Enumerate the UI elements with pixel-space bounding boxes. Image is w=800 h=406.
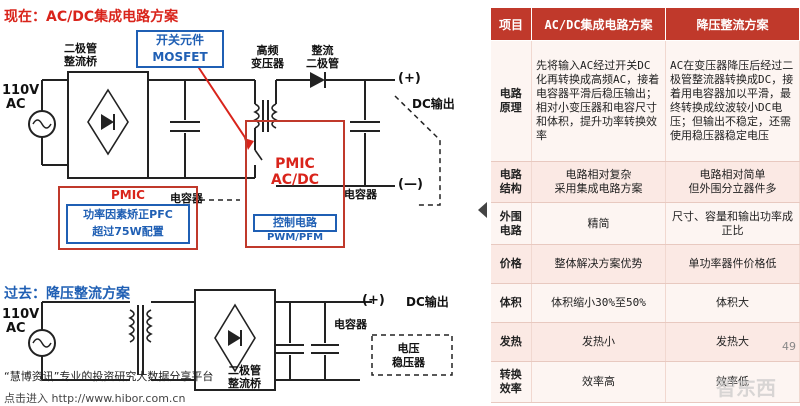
switch-box-line1: 开关元件: [155, 33, 204, 47]
pwm-pfm-label: PWM/PFM: [266, 232, 324, 243]
table-row: 价格 整体解决方案优势 单功率器件价格低: [490, 244, 800, 284]
row-label: 电路 原理: [490, 40, 532, 163]
control-circuit-label: 控制电路: [273, 216, 317, 229]
circuit-diagram: [28, 61, 453, 391]
bottom-dc-output-label: DC输出: [406, 295, 449, 309]
row-cell-acdc: 电路相对复杂 采用集成电路方案: [531, 161, 666, 204]
top-dc-output-label: DC输出: [412, 97, 455, 111]
row-cell-stepdown: 发热大: [665, 322, 800, 362]
bottom-input-ac: AC: [6, 321, 26, 336]
table-header-row: 项目 AC/DC集成电路方案 降压整流方案: [490, 7, 800, 41]
table-header-stepdown: 降压整流方案: [665, 7, 800, 41]
pmic-right-sub: AC/DC: [270, 172, 320, 188]
table-header-item: 项目: [490, 7, 532, 41]
row-cell-stepdown: 电路相对简单 但外围分立器件多: [665, 161, 800, 204]
row-cell-stepdown: 体积大: [665, 283, 800, 323]
table-row: 发热 发热小 发热大: [490, 322, 800, 362]
table-row: 转换 效率 效率高 效率低: [490, 361, 800, 404]
footer-link[interactable]: 点击进入 http://www.hibor.com.cn: [4, 392, 186, 405]
row-label: 价格: [490, 244, 532, 284]
top-capacitor-label-2: 电容器: [344, 188, 377, 201]
row-cell-stepdown: 效率低: [665, 361, 800, 404]
row-label: 外围 电路: [490, 202, 532, 245]
row-label: 体积: [490, 283, 532, 323]
row-cell-acdc: 先将输入AC经过开关DC化再转换成高频AC，接着电容器平滑后稳压输出；相对小变压…: [531, 40, 666, 163]
voltage-regulator-label: 电压 稳压器: [392, 342, 425, 369]
pmic-pfc-box: PMIC 功率因素矫正PFC 超过75W配置: [58, 186, 198, 250]
pfc-line1: 功率因素矫正PFC: [83, 208, 173, 221]
watermark-logo: 智东西: [716, 376, 776, 400]
top-capacitor-label-1: 电容器: [170, 192, 203, 205]
bottom-section-title: 过去：降压整流方案: [4, 286, 130, 302]
pfc-line2: 超过75W配置: [92, 225, 164, 238]
page-number: 49: [782, 340, 796, 353]
collapse-arrow-icon[interactable]: [478, 202, 487, 218]
top-bridge-label: 二极管 整流桥: [64, 42, 97, 68]
row-label: 电路 结构: [490, 161, 532, 204]
pmic-acdc-box: PMIC AC/DC 控制电路 PWM/PFM: [245, 120, 345, 248]
row-cell-stepdown: 单功率器件价格低: [665, 244, 800, 284]
top-input-ac: AC: [6, 97, 26, 112]
diode-icon: [101, 114, 114, 130]
bottom-input-voltage: 110V: [2, 307, 40, 322]
bottom-plus-terminal: (+): [362, 293, 385, 308]
control-circuit-box: 控制电路: [253, 214, 337, 232]
table-row: 电路 结构 电路相对复杂 采用集成电路方案 电路相对简单 但外围分立器件多: [490, 161, 800, 204]
table-header-acdc: AC/DC集成电路方案: [531, 7, 666, 41]
bottom-capacitor-label: 电容器: [334, 318, 367, 331]
top-plus-terminal: (+): [398, 71, 421, 86]
row-cell-stepdown: 尺寸、容量和输出功率成正比: [665, 202, 800, 245]
transformer-label: 高频 变压器: [251, 44, 284, 70]
row-cell-acdc: 精简: [531, 202, 666, 245]
switch-box-line2: MOSFET: [152, 50, 208, 64]
footer-source-text: “慧博资讯”专业的投资研究大数据分享平台: [4, 370, 214, 383]
pfc-inner-box: 功率因素矫正PFC 超过75W配置: [66, 204, 190, 244]
row-label: 发热: [490, 322, 532, 362]
switch-element-box: 开关元件 MOSFET: [136, 30, 224, 68]
pmic-right-title: PMIC: [275, 156, 315, 172]
row-cell-acdc: 体积缩小30%至50%: [531, 283, 666, 323]
top-minus-terminal: (—): [398, 177, 423, 192]
row-cell-acdc: 整体解决方案优势: [531, 244, 666, 284]
comparison-table: 项目 AC/DC集成电路方案 降压整流方案 电路 原理 先将输入AC经过开关DC…: [490, 7, 800, 404]
row-cell-acdc: 发热小: [531, 322, 666, 362]
table-row: 体积 体积缩小30%至50% 体积大: [490, 283, 800, 323]
bridge-rectifier-box: [67, 71, 149, 179]
row-cell-stepdown: AC在变压器降压后经过二极管整流器转换成DC，接着用电容器加以平滑，最终转换成纹…: [665, 40, 800, 163]
pmic-left-title: PMIC: [110, 188, 145, 202]
table-row: 电路 原理 先将输入AC经过开关DC化再转换成高频AC，接着电容器平滑后稳压输出…: [490, 40, 800, 163]
row-label: 转换 效率: [490, 361, 532, 404]
table-row: 外围 电路 精简 尺寸、容量和输出功率成正比: [490, 202, 800, 245]
bottom-bridge-label: 二极管 整流桥: [228, 364, 261, 390]
top-input-voltage: 110V: [2, 83, 40, 98]
top-section-title: 现在：AC/DC集成电路方案: [4, 9, 179, 25]
row-cell-acdc: 效率高: [531, 361, 666, 404]
rectifier-diode-label: 整流 二极管: [306, 44, 339, 70]
